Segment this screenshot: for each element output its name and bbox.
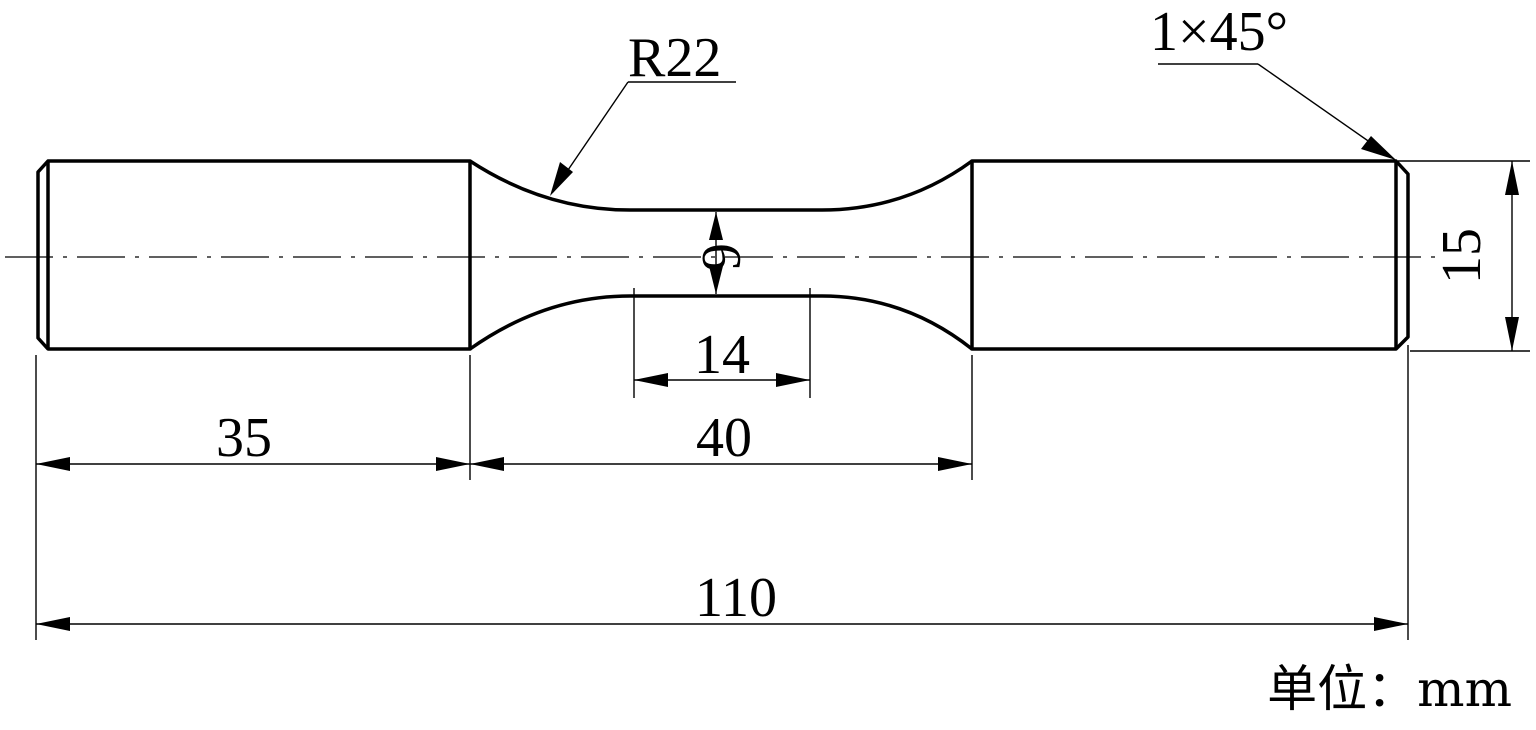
grip-diameter-label: 15 [1431,228,1493,284]
reduced-section [468,159,974,351]
unit-label: 单位：mm [1267,660,1512,718]
extension-lines [35,160,1530,640]
reduced-length-label: 40 [696,407,752,469]
leader-lines [550,63,1396,196]
total-length-label: 110 [695,567,777,629]
grip-length-label: 35 [216,407,272,469]
gauge-length-label: 14 [694,324,750,386]
radius-label: R22 [628,27,721,89]
chamfer-label: 1×45° [1150,1,1288,63]
right-grip [970,159,1410,351]
dimension-lines [36,161,1519,631]
specimen-outline [36,159,1410,351]
left-grip [36,159,472,351]
neck-diameter-label: 6 [690,243,752,271]
